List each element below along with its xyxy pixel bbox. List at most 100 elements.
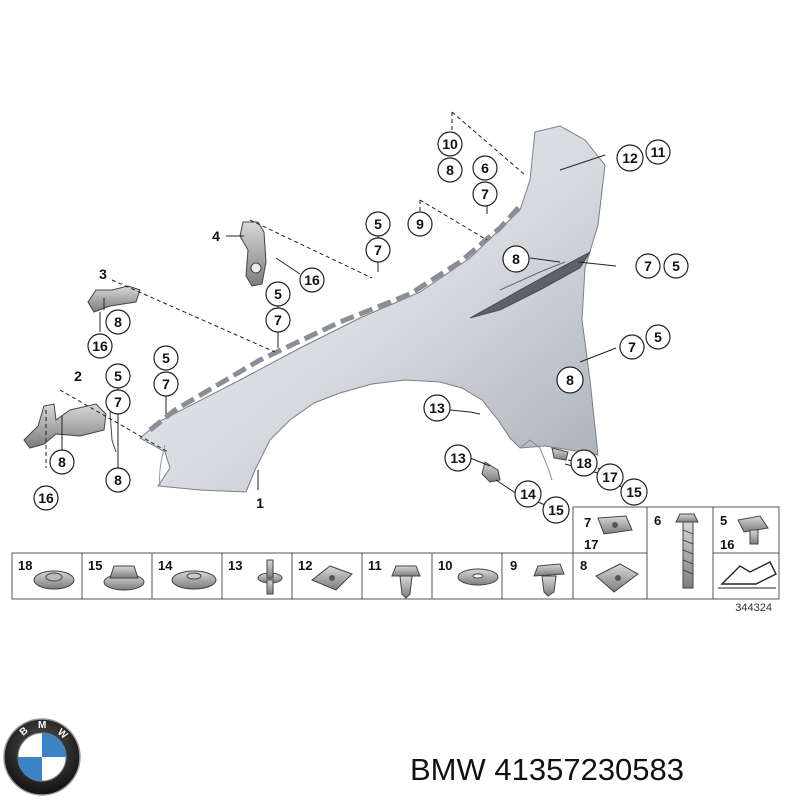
callout-11: 11 xyxy=(645,139,671,165)
callout-8: 8 xyxy=(49,449,75,475)
svg-text:14: 14 xyxy=(520,486,536,502)
callout-17: 17 xyxy=(596,463,624,491)
callout-5: 5 xyxy=(663,253,689,279)
callout-2: 2 xyxy=(74,368,82,384)
callout-8: 8 xyxy=(437,157,463,183)
parts-cell-14: 14 xyxy=(158,558,217,590)
svg-text:12: 12 xyxy=(298,558,312,573)
reference-number: 344324 xyxy=(735,602,772,614)
svg-text:7: 7 xyxy=(162,376,170,392)
svg-text:8: 8 xyxy=(446,162,454,178)
brand-part-number: BMW 41357230583 xyxy=(410,752,684,787)
svg-text:7: 7 xyxy=(114,394,122,410)
callout-3: 3 xyxy=(99,266,107,282)
svg-text:8: 8 xyxy=(114,314,122,330)
svg-text:8: 8 xyxy=(58,454,66,470)
svg-text:1: 1 xyxy=(256,495,264,511)
callout-8: 8 xyxy=(105,309,131,335)
svg-text:12: 12 xyxy=(622,150,638,166)
callout-15: 15 xyxy=(542,496,570,524)
parts-cell-11: 11 xyxy=(368,558,421,599)
callout-7: 7 xyxy=(365,237,391,263)
svg-text:13: 13 xyxy=(228,558,242,573)
svg-text:9: 9 xyxy=(510,558,517,573)
svg-text:13: 13 xyxy=(429,400,445,416)
svg-text:5: 5 xyxy=(374,216,382,232)
callout-13: 13 xyxy=(423,394,451,422)
bracket-18 xyxy=(551,447,569,461)
svg-text:6: 6 xyxy=(481,160,489,176)
svg-text:7: 7 xyxy=(374,242,382,258)
svg-text:8: 8 xyxy=(566,372,574,388)
callout-7: 7 xyxy=(105,389,131,415)
callout-5: 5 xyxy=(105,363,131,389)
svg-text:M: M xyxy=(38,720,46,731)
svg-text:17: 17 xyxy=(602,469,618,485)
callout-4: 4 xyxy=(212,228,220,244)
svg-text:5: 5 xyxy=(162,350,170,366)
svg-text:2: 2 xyxy=(74,368,82,384)
svg-text:4: 4 xyxy=(212,228,220,244)
callout-7: 7 xyxy=(153,371,179,397)
svg-text:9: 9 xyxy=(416,216,424,232)
svg-text:5: 5 xyxy=(114,368,122,384)
callout-13: 13 xyxy=(444,444,472,472)
svg-text:5: 5 xyxy=(654,329,662,345)
parts-cell-10: 10 xyxy=(438,558,499,586)
parts-cell-8: 8 xyxy=(580,558,639,593)
svg-text:10: 10 xyxy=(438,558,452,573)
callout-16: 16 xyxy=(87,333,113,359)
svg-text:18: 18 xyxy=(576,455,592,471)
bracket-4 xyxy=(239,221,267,287)
parts-cell-18: 18 xyxy=(18,558,75,590)
svg-text:8: 8 xyxy=(114,472,122,488)
svg-text:3: 3 xyxy=(99,266,107,282)
fender-part xyxy=(139,125,606,493)
svg-text:8: 8 xyxy=(512,251,520,267)
svg-text:16: 16 xyxy=(38,490,54,506)
svg-text:6: 6 xyxy=(654,513,661,528)
svg-text:18: 18 xyxy=(18,558,32,573)
parts-cell-hex-screw: 5 16 xyxy=(720,513,769,552)
callout-group: 10 8 6 7 12 11 9 5 7 4 16 3 5 7 8 16 8 7… xyxy=(33,131,689,524)
svg-text:7: 7 xyxy=(481,186,489,202)
callout-9: 9 xyxy=(407,211,433,237)
svg-text:13: 13 xyxy=(450,450,466,466)
callout-5: 5 xyxy=(265,281,291,307)
callout-8: 8 xyxy=(502,245,530,273)
bracket-2 xyxy=(23,403,117,453)
svg-text:14: 14 xyxy=(158,558,173,573)
callout-14: 14 xyxy=(514,480,542,508)
svg-text:10: 10 xyxy=(442,136,458,152)
callout-7: 7 xyxy=(265,307,291,333)
callout-5: 5 xyxy=(153,345,179,371)
callout-7: 7 xyxy=(635,253,661,279)
parts-cell-9: 9 xyxy=(510,558,565,597)
callout-1: 1 xyxy=(256,495,264,511)
bracket-3 xyxy=(87,285,141,313)
callout-16: 16 xyxy=(33,485,59,511)
callout-8: 8 xyxy=(556,366,584,394)
svg-text:15: 15 xyxy=(548,502,564,518)
parts-cell-clip-nut-top: 7 17 xyxy=(584,515,633,552)
svg-text:11: 11 xyxy=(651,144,666,160)
svg-text:16: 16 xyxy=(304,272,320,288)
callout-10: 10 xyxy=(437,131,463,157)
parts-cell-15: 15 xyxy=(88,558,145,591)
bracket-13 xyxy=(481,461,501,483)
svg-text:7: 7 xyxy=(644,258,652,274)
svg-text:7: 7 xyxy=(274,312,282,328)
parts-cell-bolt: 6 xyxy=(654,513,699,589)
bmw-logo-icon: B M W xyxy=(3,718,81,796)
arrow-icon xyxy=(718,561,777,589)
callout-18: 18 xyxy=(570,449,598,477)
svg-text:5: 5 xyxy=(720,513,727,528)
svg-text:5: 5 xyxy=(672,258,680,274)
svg-text:16: 16 xyxy=(92,338,108,354)
svg-text:7: 7 xyxy=(628,339,636,355)
callout-15: 15 xyxy=(620,478,648,506)
svg-text:15: 15 xyxy=(88,558,102,573)
svg-text:7: 7 xyxy=(584,515,591,530)
